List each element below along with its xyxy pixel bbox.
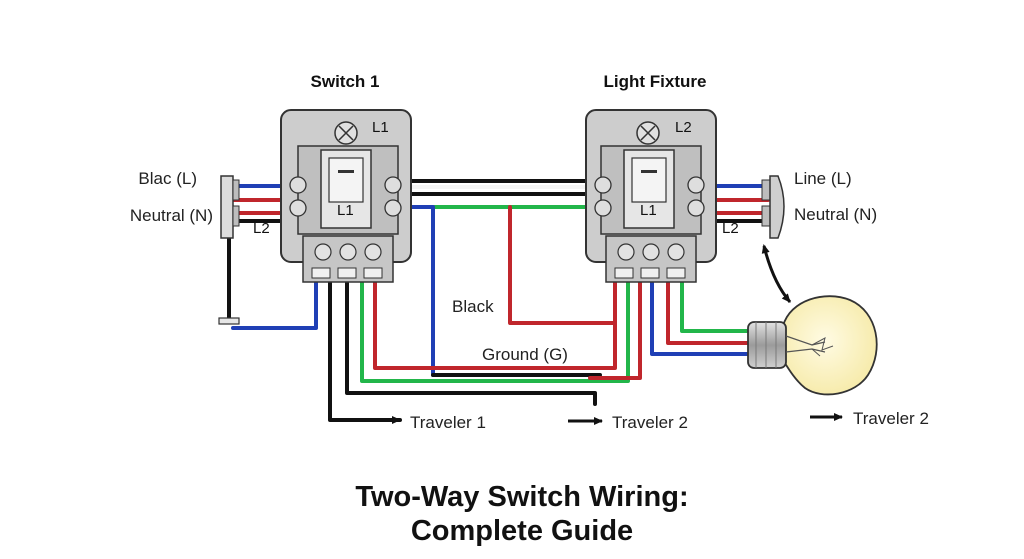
bulb-red-wire [666,280,750,345]
left-terminal-block [218,175,240,325]
bulb-blue-wire [650,280,750,356]
screw-icon [594,176,612,194]
red-right-drop [588,280,642,380]
left-blue-return [231,280,318,330]
switch1-header: Switch 1 [311,72,380,91]
screw-icon [364,243,382,261]
black-bottom-wire [345,280,597,406]
ground-wire [360,280,630,383]
switch1-center-label: L1 [337,202,354,219]
screw-icon [667,243,685,261]
right-terminal-block [761,175,785,239]
black-label: Black [452,297,494,316]
traveler2-mid-label: Traveler 2 [612,413,688,432]
screw-icon [687,176,705,194]
traveler1-wire [328,280,402,424]
light-bulb-icon [747,295,878,396]
switch1-top-label: L1 [372,119,389,136]
switch2-center-label: L1 [640,202,657,219]
screw-icon [289,199,307,217]
bulb-green-wire [680,280,750,333]
screw-icon [687,199,705,217]
bulb-link-arrow [761,244,792,303]
screw-icon [384,199,402,217]
red-lower-wire [373,280,617,370]
switch2-side-label: L2 [722,220,739,237]
switch1-blue-drop [402,205,435,377]
traveler2-right-label: Traveler 2 [853,409,929,428]
screw-icon [617,243,635,261]
ground-stub-icon [218,317,240,325]
light-fixture-header: Light Fixture [604,72,707,91]
screw-icon [339,243,357,261]
wires [227,179,770,424]
right-neutral-label: Neutral (N) [794,205,877,224]
screw-icon [594,199,612,217]
right-line-label: Line (L) [794,169,852,188]
screw-icon [642,243,660,261]
switch1-box: L1 L1 L2 [253,109,412,283]
title-line1: Two-Way Switch Wiring: [355,481,688,513]
traveler1-label: Traveler 1 [410,413,486,432]
ground-label: Ground (G) [482,345,568,364]
screw-icon [384,176,402,194]
left-neutral-label: Neutral (N) [130,206,213,225]
title-line2: Complete Guide [411,515,633,547]
switch2-top-label: L2 [675,119,692,136]
switch1-side-label: L2 [253,220,270,237]
screw-icon [289,176,307,194]
switch2-box: L2 L1 L2 [585,109,739,283]
screw-icon [314,243,332,261]
left-line-label: Blac (L) [138,169,197,188]
